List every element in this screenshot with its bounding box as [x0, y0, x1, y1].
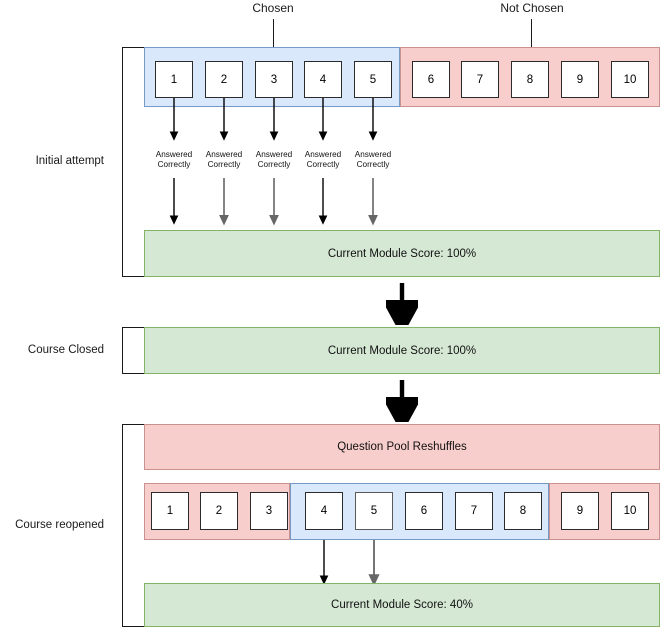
flow-arrow-closed-to-reopened	[386, 380, 418, 422]
question-box[interactable]: 2	[200, 492, 238, 530]
answer-caption: Answered Correctly	[155, 150, 193, 169]
section-label-course-closed: Course Closed	[27, 344, 104, 356]
score-bar-initial: Current Module Score: 100%	[144, 230, 660, 277]
question-box[interactable]: 8	[511, 61, 549, 98]
callout-chosen-label: Chosen	[252, 1, 294, 15]
question-box[interactable]: 9	[561, 492, 599, 530]
question-box[interactable]: 3	[255, 61, 293, 98]
answer-caption: Answered Correctly	[205, 150, 243, 169]
flow-arrow-initial-to-closed	[386, 283, 418, 325]
question-box[interactable]: 3	[250, 492, 288, 530]
question-box[interactable]: 8	[504, 492, 542, 530]
callout-chosen-leader	[273, 19, 275, 47]
answer-arrows-lower	[169, 178, 378, 226]
question-box[interactable]: 1	[151, 492, 189, 530]
reopened-answer-arrows	[319, 540, 380, 587]
question-box[interactable]: 4	[305, 492, 343, 530]
section-label-course-reopened: Course reopened	[15, 519, 104, 531]
question-box[interactable]: 4	[304, 61, 342, 98]
answer-caption: Answered Correctly	[354, 150, 392, 169]
answer-caption: Answered Correctly	[304, 150, 342, 169]
question-box[interactable]: 1	[155, 61, 193, 98]
question-box[interactable]: 7	[461, 61, 499, 98]
callout-not-chosen-leader	[531, 19, 533, 47]
question-pool-reshuffles-bar: Question Pool Reshuffles	[144, 424, 660, 470]
section-label-initial-attempt: Initial attempt	[35, 155, 104, 167]
section-bracket-course-closed	[122, 327, 144, 374]
question-box[interactable]: 10	[611, 61, 649, 98]
question-box[interactable]: 6	[412, 61, 450, 98]
section-bracket-initial-attempt	[122, 47, 144, 277]
score-bar-closed: Current Module Score: 100%	[144, 327, 660, 374]
question-box[interactable]: 10	[611, 492, 649, 530]
question-box[interactable]: 5	[355, 492, 393, 530]
question-box[interactable]: 6	[405, 492, 443, 530]
answer-arrows-upper	[169, 98, 378, 141]
score-bar-reopened: Current Module Score: 40%	[144, 583, 660, 627]
question-box[interactable]: 2	[205, 61, 243, 98]
answer-caption: Answered Correctly	[255, 150, 293, 169]
question-box[interactable]: 9	[561, 61, 599, 98]
callout-not-chosen-label: Not Chosen	[500, 1, 564, 15]
section-bracket-course-reopened	[122, 424, 144, 627]
question-box[interactable]: 7	[455, 492, 493, 530]
question-box[interactable]: 5	[354, 61, 392, 98]
